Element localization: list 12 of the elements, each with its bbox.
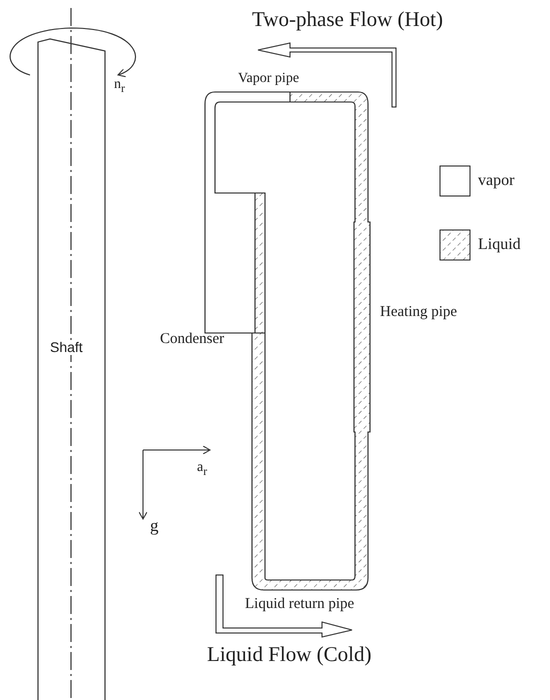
flow-label: Liquid Flow (Cold) bbox=[207, 643, 372, 666]
flow-label: Two-phase Flow (Hot) bbox=[252, 8, 443, 32]
legend-label: Liquid bbox=[478, 236, 521, 254]
part-label: Heating pipe bbox=[380, 304, 458, 320]
part-label: Vapor pipe bbox=[238, 71, 300, 86]
part-label: Condenser bbox=[160, 331, 224, 348]
part-label: Shaft bbox=[50, 340, 83, 356]
rotation-label: n$_{r}$ bbox=[114, 77, 125, 96]
part-label: Liquid return pipe bbox=[245, 596, 354, 612]
legend-label: vapor bbox=[478, 172, 514, 190]
axis-label: a$_{r}$ bbox=[197, 460, 208, 479]
axis-label: g bbox=[150, 517, 158, 536]
